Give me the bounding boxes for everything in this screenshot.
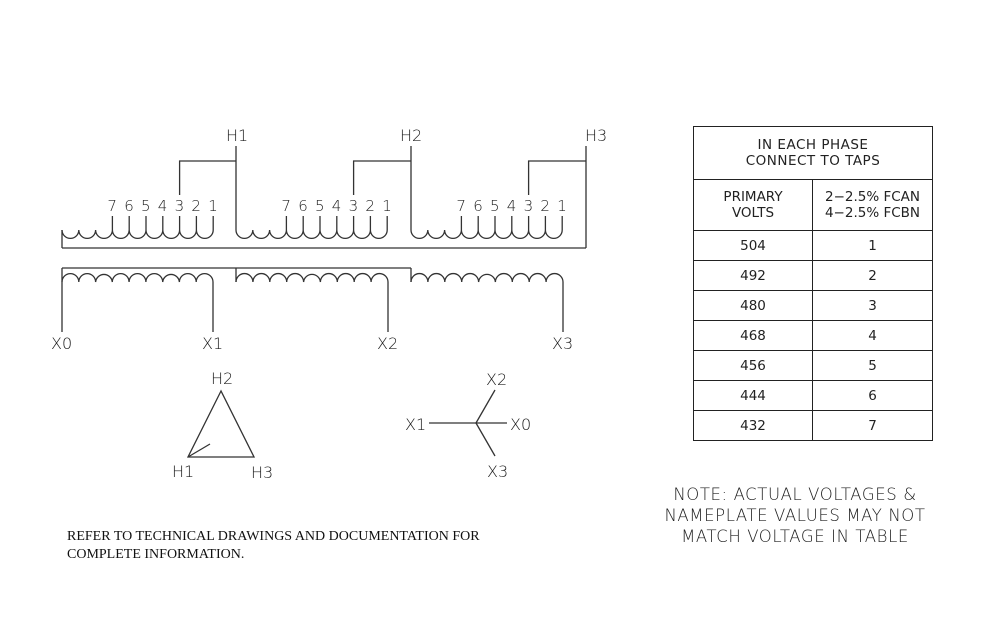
- tap-cell: 1: [812, 230, 933, 261]
- refer-line-2: COMPLETE INFORMATION.: [67, 547, 245, 562]
- col-header-primary-volts: PRIMARY VOLTS: [693, 179, 813, 231]
- terminal-x2-label: X2: [377, 334, 398, 353]
- secondary-coil: [235, 272, 389, 283]
- terminal-h2-label: H2: [400, 126, 422, 145]
- tap-cell: 7: [812, 410, 933, 441]
- delta-right-label: H3: [251, 463, 273, 482]
- tap-cell: 4: [812, 320, 933, 351]
- wye-top-arm: [475, 389, 496, 424]
- title-line-1: IN EACH PHASE: [757, 137, 869, 153]
- tap-cell: 6: [812, 380, 933, 411]
- tap-cell: 2: [812, 260, 933, 291]
- tap-label-1: 1: [208, 197, 218, 215]
- primary-volts-cell: 468: [693, 320, 813, 351]
- tap-label-7: 7: [281, 197, 291, 215]
- primary-volts-cell: 504: [693, 230, 813, 261]
- tap-label-5: 5: [141, 197, 151, 215]
- voltage-note: NOTE: ACTUAL VOLTAGES & NAMEPLATE VALUES…: [645, 484, 945, 547]
- secondary-windings: [61, 267, 564, 332]
- tap-table: IN EACH PHASE CONNECT TO TAPS PRIMARY VO…: [693, 126, 933, 441]
- tap-label-3: 3: [349, 197, 359, 215]
- tap-label-1: 1: [382, 197, 392, 215]
- primary-volts-cell: 492: [693, 260, 813, 291]
- wye-symbol: X2 X1 X0 X3: [405, 370, 531, 481]
- wye-right-label: X0: [510, 415, 531, 434]
- tap-cell: 5: [812, 350, 933, 381]
- tap-label-1: 1: [557, 197, 567, 215]
- primary-coil: [410, 229, 563, 239]
- tap-label-6: 6: [473, 197, 483, 215]
- delta-triangle: [186, 389, 256, 458]
- primary-coil: [235, 229, 388, 239]
- terminal-x0-label: X0: [51, 334, 72, 353]
- tap-label-2: 2: [540, 197, 550, 215]
- tap-label-6: 6: [124, 197, 134, 215]
- tap-label-2: 2: [191, 197, 201, 215]
- tap-cell: 3: [812, 290, 933, 321]
- tap-jumper: [352, 160, 411, 195]
- tap-jumper: [178, 160, 236, 195]
- secondary-coil: [410, 272, 564, 283]
- terminal-h1-label: H1: [226, 126, 248, 145]
- tap-label-2: 2: [365, 197, 375, 215]
- note-line-3: MATCH VOLTAGE IN TABLE: [681, 527, 909, 546]
- delta-top-label: H2: [211, 369, 233, 388]
- wye-bottom-label: X3: [487, 462, 508, 481]
- wye-bottom-arm: [475, 422, 496, 457]
- delta-left-label: H1: [172, 462, 194, 481]
- refer-line-1: REFER TO TECHNICAL DRAWINGS AND DOCUMENT…: [67, 529, 480, 544]
- tap-label-5: 5: [490, 197, 500, 215]
- primary-volts-cell: 444: [693, 380, 813, 411]
- primary-volts-cell: 456: [693, 350, 813, 381]
- terminal-x3-label: X3: [552, 334, 573, 353]
- wye-top-label: X2: [486, 370, 507, 389]
- tap-label-5: 5: [315, 197, 325, 215]
- note-line-1: NOTE: ACTUAL VOLTAGES &: [673, 485, 917, 504]
- tap-label-3: 3: [524, 197, 534, 215]
- col2-line-1: 2−2.5% FCAN: [824, 189, 920, 205]
- primary-coil: [61, 229, 214, 239]
- col1-line-2: VOLTS: [731, 205, 775, 221]
- primary-volts-cell: 480: [693, 290, 813, 321]
- tap-label-6: 6: [298, 197, 308, 215]
- note-line-2: NAMEPLATE VALUES MAY NOT: [664, 506, 926, 525]
- tap-label-4: 4: [507, 197, 517, 215]
- secondary-coil-phase-2: [235, 268, 389, 332]
- delta-symbol: H2 H1 H3: [172, 369, 273, 482]
- delta-tick: [187, 443, 211, 458]
- wye-left-label: X1: [405, 415, 426, 434]
- tap-jumper: [527, 160, 586, 195]
- col2-line-2: 4−2.5% FCBN: [824, 205, 921, 221]
- reference-note: REFER TO TECHNICAL DRAWINGS AND DOCUMENT…: [67, 528, 527, 564]
- title-line-2: CONNECT TO TAPS: [745, 153, 881, 169]
- secondary-coil-phase-3: [410, 268, 564, 332]
- tap-label-7: 7: [107, 197, 117, 215]
- tap-label-4: 4: [332, 197, 342, 215]
- terminal-h3-label: H3: [585, 126, 607, 145]
- tap-label-3: 3: [175, 197, 185, 215]
- tap-label-4: 4: [158, 197, 168, 215]
- primary-volts-cell: 432: [693, 410, 813, 441]
- col1-line-1: PRIMARY: [723, 189, 783, 205]
- tap-label-7: 7: [456, 197, 466, 215]
- secondary-coil: [61, 273, 214, 283]
- tap-table-title: IN EACH PHASE CONNECT TO TAPS: [693, 126, 933, 180]
- col-header-taps: 2−2.5% FCAN 4−2.5% FCBN: [812, 179, 933, 231]
- secondary-coil-phase-1: [61, 268, 214, 332]
- terminal-x1-label: X1: [202, 334, 223, 353]
